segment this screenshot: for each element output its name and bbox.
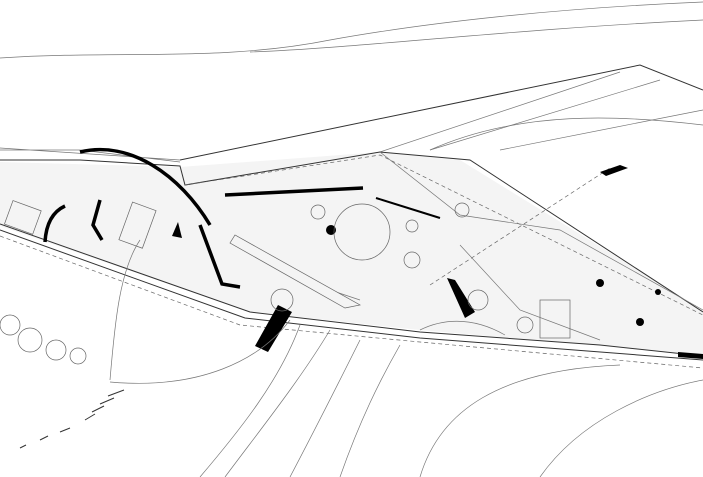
round-table <box>403 251 421 269</box>
path-line <box>419 364 621 477</box>
path-line <box>539 379 703 477</box>
furniture-block <box>539 299 571 339</box>
column <box>326 225 336 235</box>
roof-curve <box>429 117 703 151</box>
end-wall <box>678 352 703 359</box>
furniture-block <box>118 201 157 249</box>
column <box>596 279 604 287</box>
building-floor <box>0 152 703 355</box>
ramp <box>229 234 361 309</box>
dashed-diagonal <box>429 167 611 286</box>
site-contour-top-2 <box>249 19 703 53</box>
right-wall <box>375 197 441 219</box>
garden-steps <box>19 389 125 449</box>
roof-edge-line-2 <box>379 71 703 153</box>
path-line <box>289 339 361 477</box>
interior-wall-top <box>0 147 181 163</box>
building-outline-bottom <box>0 223 703 357</box>
interior-line <box>379 151 703 311</box>
curved-wall <box>79 147 212 226</box>
round-room <box>333 203 391 261</box>
round-table <box>454 202 470 218</box>
path-line <box>199 324 301 477</box>
column-slab-2 <box>447 278 475 318</box>
roof-marker <box>600 165 628 176</box>
path-line <box>339 344 401 477</box>
tree <box>69 347 87 365</box>
tree <box>0 314 21 336</box>
landscape-curve <box>109 319 291 384</box>
building-outline-bottom-2 <box>0 229 703 361</box>
long-wall <box>224 186 364 197</box>
site-contour-top <box>0 1 703 59</box>
round-table <box>405 219 419 233</box>
landscape-curve <box>109 239 141 381</box>
dashed-axis <box>184 154 703 316</box>
round-table <box>516 316 534 334</box>
dashed-setback <box>0 235 703 369</box>
round-table <box>310 204 326 220</box>
triangle-marker <box>172 222 182 238</box>
column-slab <box>255 305 292 352</box>
tree <box>45 339 67 361</box>
path-line <box>224 329 331 477</box>
furniture-block <box>4 200 42 235</box>
column <box>636 318 644 326</box>
round-table <box>270 288 294 312</box>
stair-arc <box>419 320 506 336</box>
tree <box>17 327 43 353</box>
spiral-stair <box>467 289 489 311</box>
curved-wall-left <box>43 204 66 243</box>
roof-edge-line <box>179 64 703 161</box>
column <box>655 289 661 295</box>
angled-wall <box>198 224 241 289</box>
angled-wall-2 <box>91 199 104 241</box>
